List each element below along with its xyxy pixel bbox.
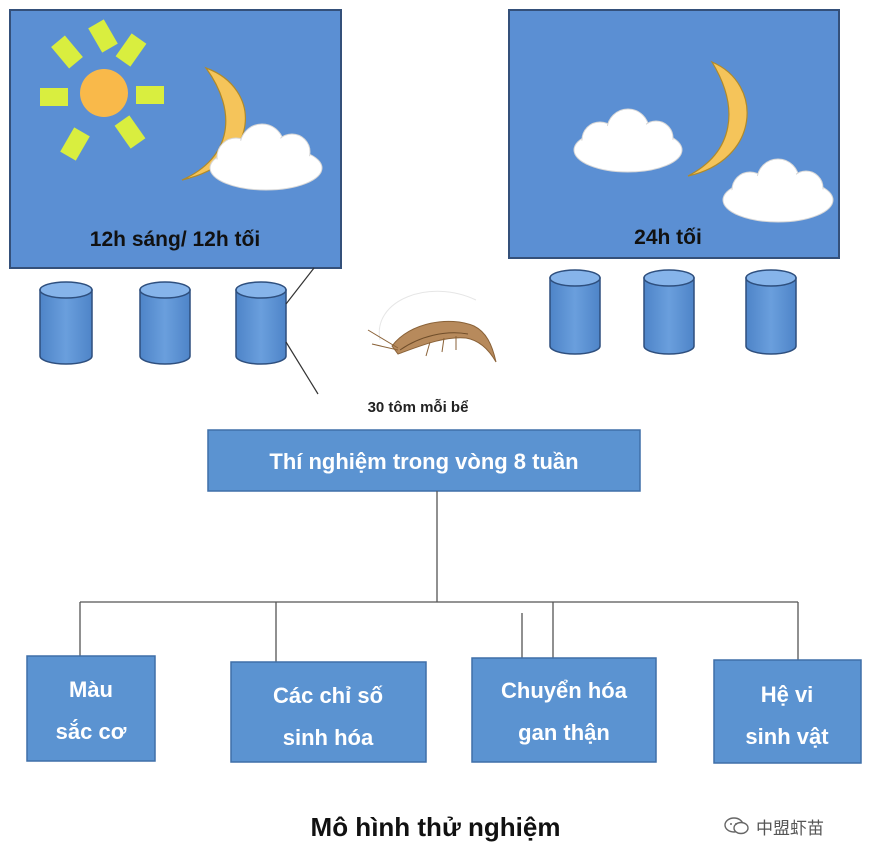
outcome-liver-kidney: Chuyển hóa gan thận — [471, 657, 657, 763]
shrimp-count-label: 30 tôm mỗi bể — [368, 399, 469, 416]
tank-icon — [39, 281, 93, 365]
watermark-text: 中盟虾苗 — [756, 818, 824, 839]
panel-dark: 24h tối — [508, 9, 840, 259]
outcome-color: Màu sắc cơ — [26, 655, 156, 762]
tanks-right — [549, 269, 797, 355]
outcome-line: sinh hóa — [283, 725, 374, 750]
outcome-line: Màu — [69, 677, 113, 702]
chat-bubble-icon — [724, 817, 749, 835]
tank-icon — [549, 269, 601, 355]
moon-icon — [687, 60, 748, 177]
outcome-line: Các chỉ số — [273, 683, 383, 708]
tanks-left — [39, 281, 287, 365]
tank-icon — [235, 281, 287, 365]
tank-icon — [643, 269, 695, 355]
tank-icon — [139, 281, 191, 365]
panel-light-dark-label: 12h sáng/ 12h tối — [90, 228, 260, 251]
outcome-line: sắc cơ — [56, 719, 127, 744]
sun-icon — [40, 19, 164, 161]
tree-connectors — [79, 491, 799, 662]
panel-light-dark: 12h sáng/ 12h tối — [9, 9, 342, 269]
panel-dark-label: 24h tối — [634, 226, 702, 249]
watermark: 中盟虾苗 — [724, 812, 824, 840]
outcome-line: sinh vật — [745, 724, 829, 749]
outcome-line: Hệ vi — [761, 682, 814, 707]
cloud-icon — [573, 108, 683, 173]
outcome-line: gan thận — [518, 720, 610, 745]
outcome-line: Chuyển hóa — [501, 678, 628, 703]
outcome-biochem: Các chỉ số sinh hóa — [230, 661, 427, 763]
cloud-icon — [722, 158, 834, 223]
figure-caption: Mô hình thử nghiệm — [310, 812, 561, 842]
callout-lines — [285, 267, 319, 395]
shrimp-icon — [367, 290, 497, 363]
outcome-microbiome: Hệ vi sinh vật — [713, 659, 862, 764]
tank-icon — [745, 269, 797, 355]
experiment-box-label: Thí nghiệm trong vòng 8 tuần — [269, 449, 578, 474]
experiment-box: Thí nghiệm trong vòng 8 tuần — [207, 429, 641, 492]
